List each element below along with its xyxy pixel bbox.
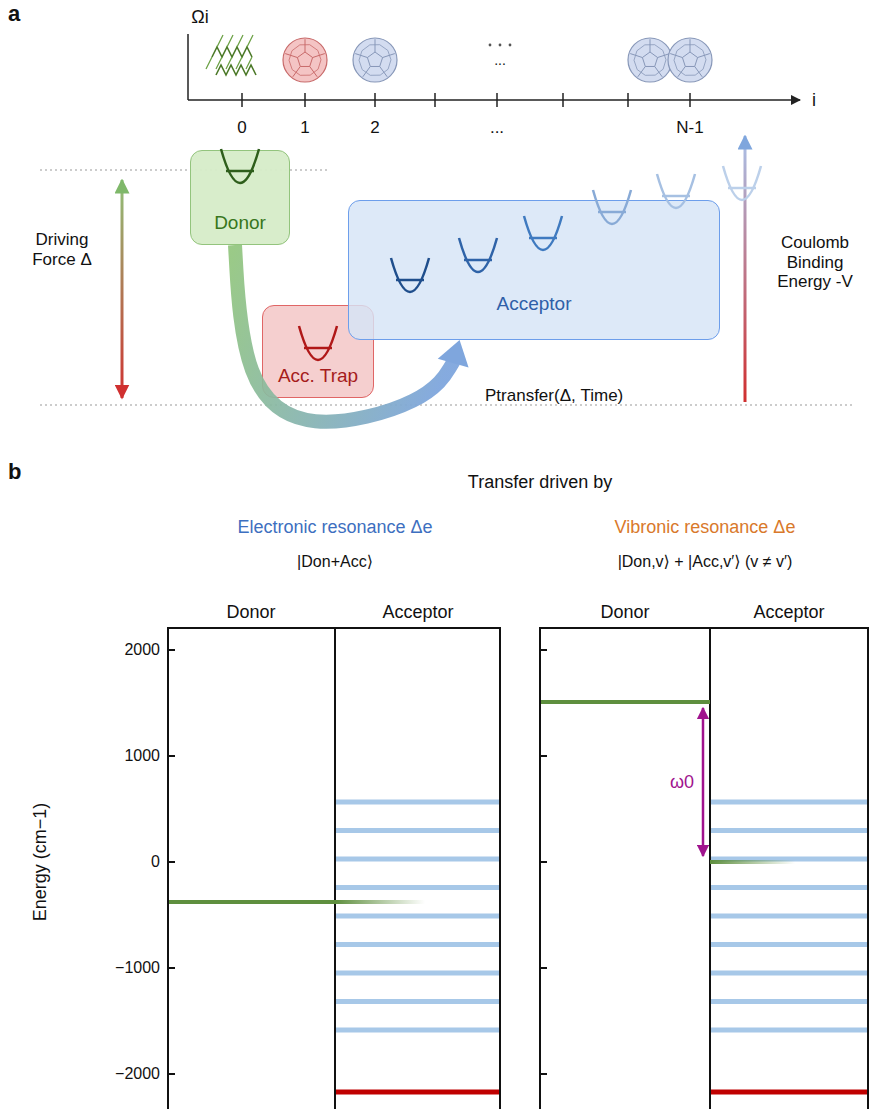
donor-levels <box>169 702 867 1092</box>
molecule-row <box>206 35 712 82</box>
connectors <box>235 245 469 422</box>
ellipsis: ... <box>494 52 506 68</box>
tick-label: 1000 <box>124 747 160 765</box>
tick-label: −1000 <box>115 959 160 977</box>
coulomb-arrow <box>744 136 747 402</box>
node-label: Acc. Trap <box>272 365 364 395</box>
state-label: |Don,v⟩ + |Acc,v′⟩ (v ≠ v′) <box>618 553 793 571</box>
tick-label: 2000 <box>124 641 160 659</box>
panel-letter: a <box>8 1 20 26</box>
acceptor-levels <box>336 802 867 1030</box>
state-label: |Don+Acc⟩ <box>297 553 373 571</box>
site-index: 2 <box>370 118 379 138</box>
driving-force-arrow <box>121 180 124 398</box>
energy-label: Coulomb Binding Energy -V <box>770 233 860 292</box>
reference-lines <box>40 170 855 405</box>
column-label: Donor <box>600 602 649 623</box>
ellipsis: ... <box>490 118 504 138</box>
donor-box: Donor <box>190 150 290 245</box>
energy-plot-frame <box>168 628 868 1109</box>
site-index: 0 <box>237 118 246 138</box>
frequency-label: ω0 <box>670 772 694 793</box>
column-heading: Vibronic resonance Δe <box>615 517 796 538</box>
node-label: Acceptor <box>491 293 578 323</box>
tick-label: −2000 <box>115 1065 160 1083</box>
column-heading: Electronic resonance Δe <box>237 517 432 538</box>
potential-wells <box>221 149 761 360</box>
axis-title: Energy (cm−1) <box>30 803 51 922</box>
energy-label: Driving Force Δ <box>17 230 107 269</box>
column-label: Acceptor <box>753 602 824 623</box>
tick-label: 0 <box>151 853 160 871</box>
acceptor-box: Acceptor <box>348 200 720 340</box>
column-label: Acceptor <box>382 602 453 623</box>
transfer-label: Ptransfer(Δ, Time) <box>485 386 623 406</box>
transfer-arrow <box>235 245 469 422</box>
axis-title: i <box>812 90 816 111</box>
site-axis <box>188 34 800 107</box>
column-label: Donor <box>226 602 275 623</box>
axis-title: Ωi <box>191 7 208 28</box>
panel-letter: b <box>8 459 21 484</box>
omega-arrow <box>702 708 705 856</box>
site-index: N-1 <box>676 118 703 138</box>
node-label: Donor <box>208 212 272 242</box>
site-index: 1 <box>300 118 309 138</box>
panel-heading: Transfer driven by <box>468 472 612 493</box>
